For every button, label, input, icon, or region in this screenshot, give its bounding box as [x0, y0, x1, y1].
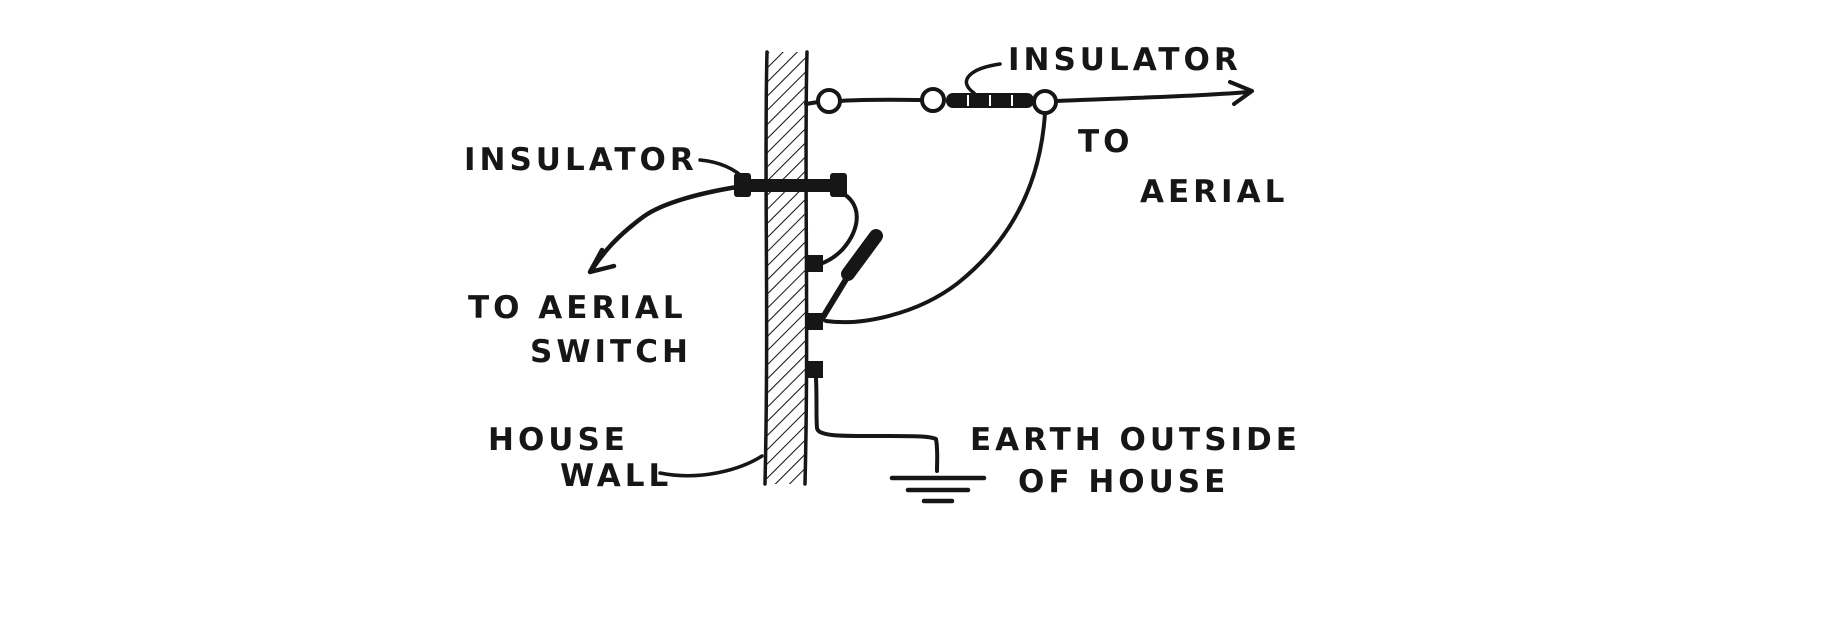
insulator-top-leader-line — [964, 62, 1002, 95]
to-aerial-label-line2: AERIAL — [1140, 174, 1288, 210]
wire-eyelet-2 — [920, 87, 946, 113]
house-wall-left-edge — [763, 50, 769, 486]
switch-contact-middle — [806, 313, 823, 330]
earth-connection — [814, 376, 987, 504]
house-wall-label-line1: HOUSE — [488, 422, 629, 458]
aerial-wire — [804, 80, 1254, 115]
aerial-arrowhead — [1228, 80, 1254, 106]
aerial-wire-segment-3 — [1054, 90, 1250, 103]
wire-eyelet-1 — [816, 88, 842, 114]
to-aerial-switch-label-group: TO AERIAL SWITCH — [468, 290, 692, 370]
to-aerial-switch-wire — [587, 184, 740, 275]
insulator-left-leader-line — [698, 158, 748, 182]
switch-contact-bottom — [806, 361, 823, 378]
switch-feed-arrowhead — [587, 247, 617, 275]
earth-wire — [814, 376, 940, 473]
house-wall-hatching — [766, 52, 806, 484]
wall-insulator-cap-right — [830, 173, 847, 197]
earth-label-line2: OF HOUSE — [1018, 464, 1229, 500]
aerial-wire-segment-1 — [804, 100, 820, 106]
to-aerial-label-group: TO AERIAL — [1078, 124, 1288, 210]
wire-eyelet-3 — [1032, 89, 1058, 115]
switch-blade — [817, 273, 851, 325]
house-wall-leader-line — [658, 454, 764, 478]
house-wall — [763, 50, 809, 486]
lead-in-wire — [824, 111, 1047, 325]
insulator-to-switch-wire — [818, 190, 859, 266]
to-aerial-label-line1: TO — [1078, 124, 1134, 160]
earth-label-group: EARTH OUTSIDE OF HOUSE — [970, 422, 1301, 500]
to-aerial-switch-label-line2: SWITCH — [530, 334, 692, 370]
house-wall-right-edge — [803, 50, 809, 486]
insulator-top-label-group: INSULATOR — [964, 42, 1242, 95]
knife-switch — [806, 190, 883, 378]
house-wall-label-group: HOUSE WALL — [488, 422, 764, 494]
switch-contact-top — [806, 255, 823, 272]
house-wall-label-line2: WALL — [560, 458, 672, 494]
insulator-left-label-group: INSULATOR — [464, 142, 748, 182]
aerial-wire-segment-2 — [838, 97, 924, 103]
insulator-left-label: INSULATOR — [464, 142, 698, 178]
wall-insulator-rod — [748, 179, 834, 192]
earth-label-line1: EARTH OUTSIDE — [970, 422, 1301, 458]
switch-handle — [841, 229, 883, 281]
insulator-top-label: INSULATOR — [1008, 42, 1242, 78]
to-aerial-switch-label-line1: TO AERIAL — [468, 290, 687, 326]
switch-feed-wire — [590, 184, 740, 271]
